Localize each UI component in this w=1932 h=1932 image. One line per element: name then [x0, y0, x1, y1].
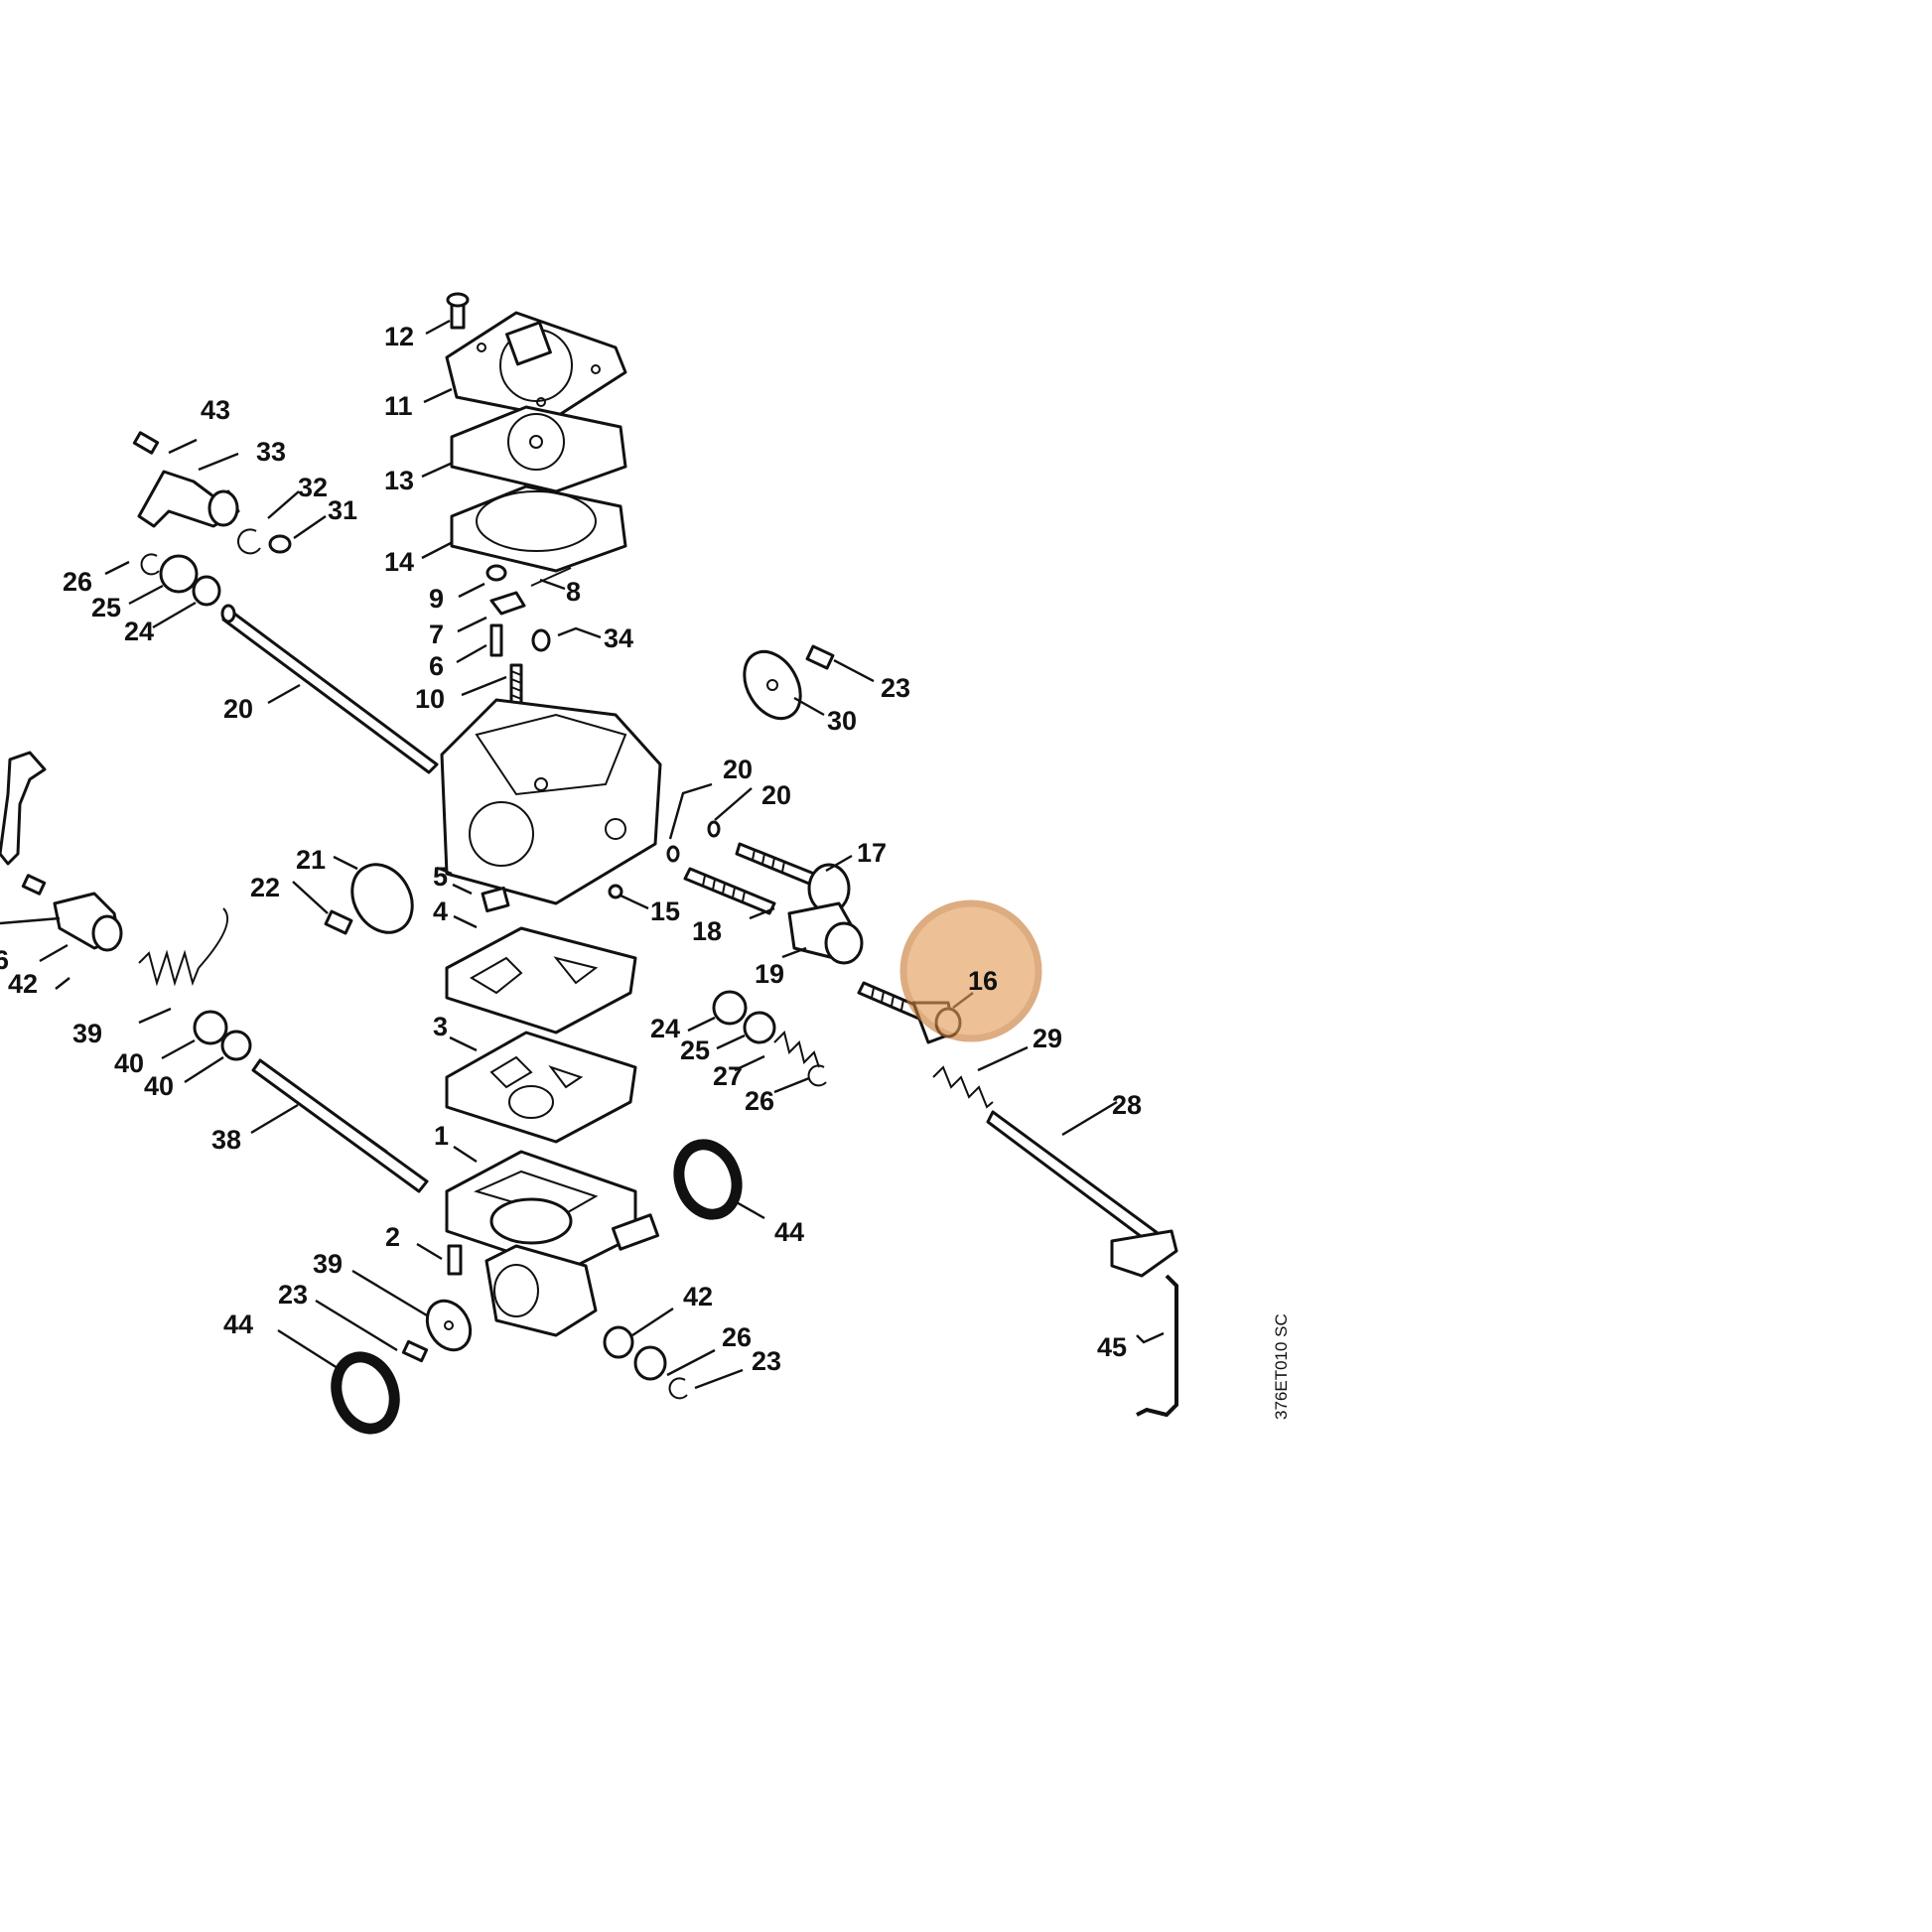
label-part: 23 [881, 673, 910, 703]
part-32-disc [743, 644, 835, 721]
part-13-gasket [450, 405, 627, 493]
part-1-body [445, 1150, 660, 1337]
part-drawings [0, 292, 1178, 1435]
part-20-orings [666, 820, 721, 863]
label-part: 32 [298, 473, 328, 502]
part-5-filter [481, 886, 510, 913]
part-24-25-26-upper [140, 553, 221, 607]
label-part: 11 [384, 391, 413, 421]
label-part: 3 [433, 1012, 448, 1041]
part-17-18-needles [683, 842, 864, 965]
label-part: 44 [223, 1310, 253, 1339]
label-part: 24 [650, 1014, 680, 1043]
part-37-disc [401, 1299, 473, 1363]
label-part: 25 [680, 1035, 710, 1065]
part-4-gasket [445, 926, 637, 1035]
label-part: 42 [683, 1282, 713, 1311]
label-part: 9 [429, 584, 444, 614]
label-part: 24 [124, 617, 154, 646]
part-35-shaft [251, 1058, 429, 1193]
label-part: 21 [296, 845, 326, 875]
part-carburetor-body [440, 698, 662, 905]
label-part: 26 [722, 1322, 752, 1352]
label-part-16: 16 [968, 966, 998, 996]
part-6-left [21, 874, 123, 952]
label-part: 26 [745, 1086, 774, 1116]
label-part: 10 [415, 684, 445, 714]
drawing-code: 376ET010 SC [1272, 1313, 1291, 1420]
label-part: 40 [114, 1048, 144, 1078]
part-29-spring [932, 1065, 994, 1109]
label-part: 25 [91, 593, 121, 622]
label-part: 2 [385, 1222, 400, 1252]
label-part: 43 [201, 395, 230, 425]
part-24-25-26-27-right [712, 990, 827, 1087]
highlight-circle-part-16 [899, 899, 1042, 1042]
part-2-screw [447, 1244, 463, 1276]
part-38-39-40-left [138, 907, 252, 1061]
label-part: 45 [1097, 1332, 1127, 1362]
label-part: 20 [761, 780, 791, 810]
part-44-rings [331, 1139, 743, 1435]
label-part: 29 [1033, 1024, 1062, 1053]
part-22-disc [324, 863, 414, 935]
part-30-31 [236, 528, 292, 555]
label-part: 12 [384, 322, 414, 351]
part-11-cover [445, 311, 627, 419]
label-part: 23 [278, 1280, 308, 1310]
label-part: 17 [857, 838, 887, 868]
part-45-rod [1136, 1274, 1178, 1418]
part-28-shaft [986, 1110, 1178, 1278]
label-part: 20 [223, 694, 253, 724]
part-12-screw [446, 292, 470, 330]
label-part: 15 [650, 897, 680, 926]
part-small-set [485, 564, 572, 705]
part-33-lever [132, 431, 240, 528]
label-part: 38 [211, 1125, 241, 1155]
label-part: 20 [723, 755, 753, 784]
label-part: 40 [144, 1071, 174, 1101]
label-part: 4 [433, 897, 448, 926]
label-part: 22 [250, 873, 280, 902]
label-part: 34 [604, 623, 633, 653]
part-3-gasket [445, 1031, 637, 1144]
label-part: 5 [433, 862, 448, 892]
label-part: 39 [313, 1249, 343, 1279]
label-part: 28 [1112, 1090, 1142, 1120]
label-part: 30 [827, 706, 857, 736]
label-part: 1 [434, 1121, 449, 1151]
label-part: 33 [256, 437, 286, 467]
part-left-edge-lever [0, 751, 47, 866]
part-labels: 12 11 13 14 9 8 7 6 10 34 20 43 33 32 31… [0, 322, 1142, 1376]
label-part: 31 [328, 495, 357, 525]
label-part: 27 [713, 1061, 743, 1091]
label-part: 13 [384, 466, 414, 495]
label-part: 14 [384, 547, 414, 577]
part-21-shaft [220, 604, 439, 774]
label-part: 18 [692, 916, 722, 946]
label-part: 19 [755, 959, 784, 989]
label-part: 7 [429, 620, 444, 649]
part-14-gasket [450, 484, 627, 573]
label-part: 39 [72, 1019, 102, 1048]
part-39-40-26-lower [603, 1325, 688, 1400]
label-part: 8 [566, 577, 581, 607]
label-part: 26 [63, 567, 92, 597]
label-part: 42 [8, 969, 38, 999]
label-part: 23 [752, 1346, 781, 1376]
part-15-ball [608, 884, 623, 899]
label-part: 44 [774, 1217, 804, 1247]
label-part: 6 [429, 651, 444, 681]
label-part: 6 [0, 945, 9, 975]
leader-lines [0, 319, 1165, 1390]
